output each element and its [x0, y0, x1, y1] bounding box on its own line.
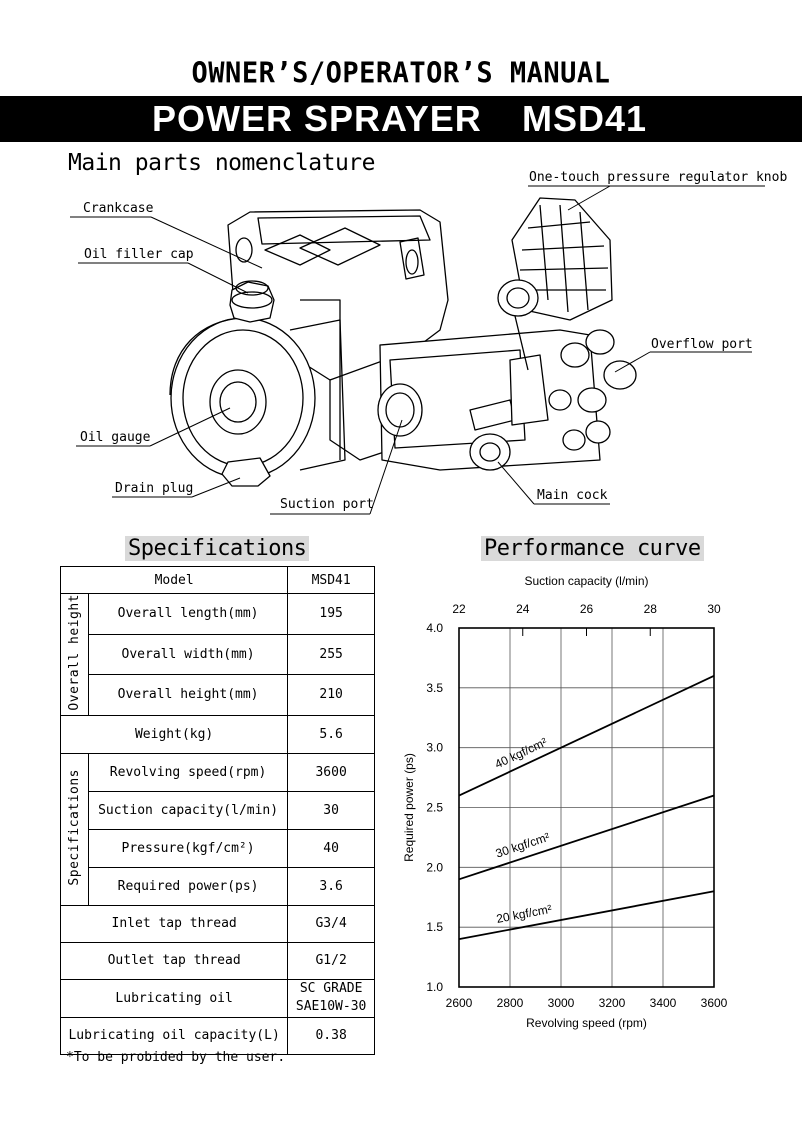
table-row: Overall height(mm) 210 [61, 674, 375, 716]
x2-tick-label: 30 [707, 602, 721, 616]
specs-heading: Specifications [125, 536, 310, 561]
spec-label: Overall length(mm) [87, 593, 289, 635]
spec-label: Required power(ps) [87, 866, 289, 906]
x2-tick-label: 28 [644, 602, 658, 616]
spec-label: Outlet tap thread [59, 941, 289, 980]
manual-title: OWNER’S/OPERATOR’S MANUAL [191, 57, 611, 90]
spec-label: Overall width(mm) [87, 633, 289, 676]
title-banner [0, 96, 802, 142]
table-row: Overall width(mm) 255 [61, 633, 375, 676]
label-crankcase: Crankcase [83, 201, 154, 216]
label-regulator-knob: One-touch pressure regulator knob [529, 170, 788, 185]
table-row: Inlet tap thread G3/4 [59, 904, 375, 943]
table-row: Specifications Revolving speed(rpm) 3600 [60, 752, 375, 906]
x2-tick-label: 24 [516, 602, 530, 616]
parts-heading: Main parts nomenclature [68, 150, 376, 176]
table-row: Model MSD41 [59, 566, 375, 594]
y-tick-label: 2.5 [426, 801, 443, 815]
y-tick-label: 4.0 [426, 621, 443, 635]
series-line [458, 675, 715, 797]
y-tick-label: 1.5 [426, 920, 443, 934]
spec-value: 30 [287, 790, 375, 830]
spec-label: Pressure(kgf/cm²) [87, 828, 289, 868]
table-row: Lubricating oil SC GRADE SAE10W-30 [59, 978, 375, 1018]
spec-value: 255 [287, 633, 375, 676]
chart-title: Performance curve [481, 536, 704, 561]
group-specs-label: Specifications [66, 768, 82, 886]
spec-value: 5.6 [287, 714, 375, 754]
group-overall-label: Overall height [66, 594, 82, 711]
spec-label: Revolving speed(rpm) [87, 752, 289, 792]
y-tick-label: 3.0 [426, 741, 443, 755]
x2-tick-label: 22 [452, 602, 466, 616]
table-row: Lubricating oil capacity(L) 0.38 [59, 1016, 375, 1055]
y-tick-label: 3.5 [426, 681, 443, 695]
x-tick-label: 3000 [548, 996, 575, 1010]
x-tick-label: 2800 [497, 996, 524, 1010]
spec-value: 3.6 [287, 866, 375, 906]
spec-value: 0.38 [287, 1016, 375, 1055]
label-overflow-port: Overflow port [651, 337, 753, 352]
spec-label: Inlet tap thread [59, 904, 289, 943]
x-tick-label: 3400 [650, 996, 677, 1010]
specs-table: Model MSD41 Overall height Overall lengt… [59, 566, 375, 1055]
spec-label: Suction capacity(l/min) [87, 790, 289, 830]
series-label: 30 kgf/cm² [494, 830, 552, 861]
x-tick-label: 2600 [446, 996, 473, 1010]
spec-value: 3600 [287, 752, 375, 792]
spec-value: 210 [287, 674, 375, 716]
x2-axis-label: Suction capacity (l/min) [524, 574, 648, 588]
table-row: Suction capacity(l/min) 30 [61, 790, 375, 830]
x-tick-label: 3200 [599, 996, 626, 1010]
spec-value: SC GRADE SAE10W-30 [287, 978, 375, 1018]
product-name: POWER SPRAYER [152, 98, 482, 139]
table-row: Outlet tap thread G1/2 [59, 941, 375, 980]
spec-value: 40 [287, 828, 375, 868]
y-tick-label: 1.0 [426, 980, 443, 994]
spec-value: 195 [287, 593, 375, 635]
spec-label: Weight(kg) [59, 714, 289, 754]
spec-value: G3/4 [287, 904, 375, 943]
y-axis-label: Required power (ps) [402, 753, 416, 862]
label-suction-port: Suction port [280, 497, 374, 512]
sprayer-illustration [70, 185, 765, 515]
series-line [458, 890, 715, 941]
model-label: Model [59, 566, 289, 594]
table-row: Pressure(kgf/cm²) 40 [61, 828, 375, 868]
table-row: Required power(ps) 3.6 [61, 866, 375, 906]
oil-grade-line2: SAE10W-30 [295, 999, 367, 1015]
label-oil-gauge: Oil gauge [80, 430, 151, 445]
x-axis-label: Revolving speed (rpm) [526, 1016, 647, 1030]
label-main-cock: Main cock [537, 488, 608, 503]
spec-label: Lubricating oil capacity(L) [59, 1016, 289, 1055]
footnote: *To be probided by the user. [66, 1050, 286, 1065]
series-line [458, 794, 715, 881]
spec-label: Overall height(mm) [87, 674, 289, 716]
group-overall-cell: Overall height [60, 593, 89, 716]
table-row: Overall height Overall length(mm) 195 [60, 593, 375, 716]
label-drain-plug: Drain plug [115, 481, 194, 496]
spec-label: Lubricating oil [59, 978, 289, 1018]
group-specs-cell: Specifications [60, 752, 89, 906]
plot-frame [458, 627, 715, 988]
table-row: Weight(kg) 5.6 [59, 714, 375, 754]
y-tick-label: 2.0 [426, 860, 443, 874]
x2-tick-label: 26 [580, 602, 594, 616]
model-value: MSD41 [287, 566, 375, 594]
oil-grade-line1: SC GRADE [299, 981, 363, 997]
spec-value: G1/2 [287, 941, 375, 980]
label-oil-filler-cap: Oil filler cap [84, 247, 194, 262]
performance-chart: 1.0 1.5 2.0 2.5 3.0 3.5 4.0 2600 2800 3000 3200 340… [402, 574, 728, 1030]
model-name: MSD41 [522, 98, 648, 139]
x-tick-label: 3600 [701, 996, 728, 1010]
